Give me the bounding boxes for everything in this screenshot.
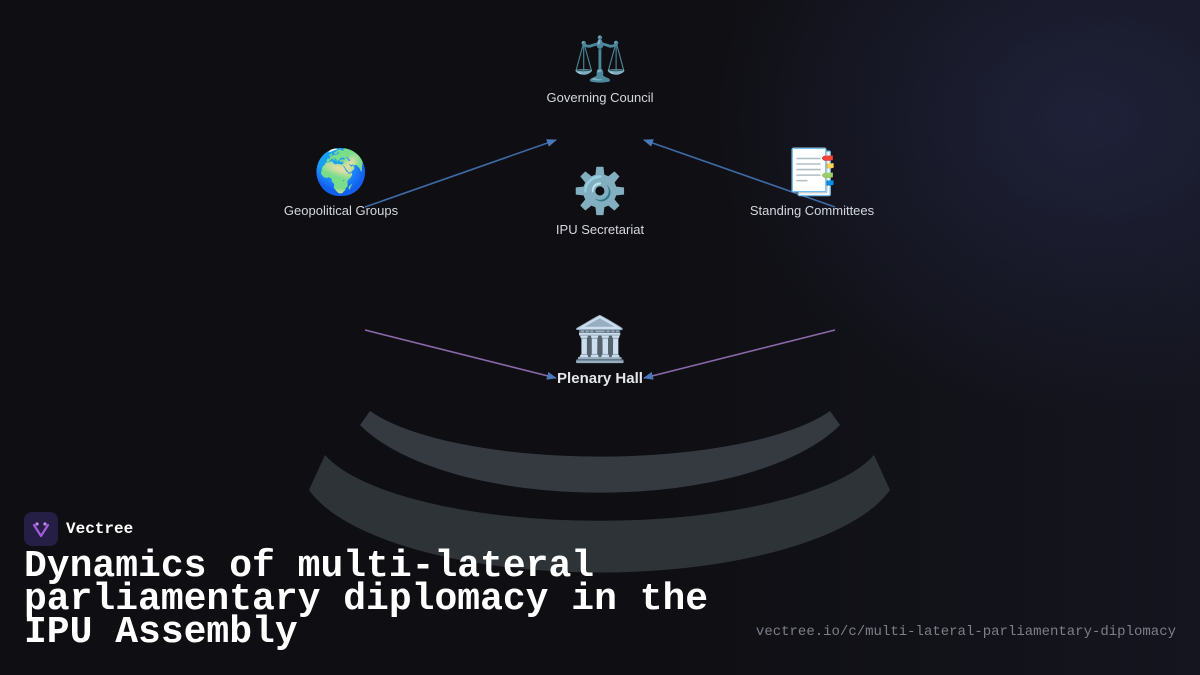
node-standing-committees: 📑 Standing Committees (750, 147, 874, 218)
source-url[interactable]: vectree.io/c/multi-lateral-parliamentary… (755, 624, 1176, 640)
edge-committees-to-plenary (643, 329, 836, 380)
brand-name: Vectree (66, 520, 134, 538)
scales-icon: ⚖️ (572, 34, 628, 85)
vectree-logo-icon (24, 512, 58, 546)
node-governing-council: ⚖️ Governing Council (547, 34, 654, 105)
page-title: Dynamics of multi-lateral parliamentary … (24, 545, 709, 654)
classical-building-icon: 🏛️ (572, 314, 628, 365)
brand: Vectree (24, 512, 133, 546)
edge-committees-to-council (643, 139, 836, 208)
globe-icon: 🌍 (313, 147, 369, 198)
inner-arc (360, 411, 840, 493)
outer-arc (309, 455, 890, 573)
node-label: Governing Council (546, 90, 654, 105)
node-label: IPU Secretariat (555, 222, 645, 237)
node-geopolitical-groups: 🌍 Geopolitical Groups (284, 147, 398, 218)
node-label: Standing Committees (749, 203, 875, 218)
node-ipu-secretariat: ⚙️ IPU Secretariat (556, 166, 644, 237)
gear-icon: ⚙️ (572, 166, 628, 217)
node-plenary-hall: 🏛️ Plenary Hall (557, 314, 643, 387)
node-label: Plenary Hall (557, 370, 643, 387)
edge-geopolitical-to-council (364, 139, 557, 208)
bookmark-tabs-icon: 📑 (784, 147, 840, 198)
node-label: Geopolitical Groups (283, 203, 399, 218)
edge-geopolitical-to-plenary (364, 329, 557, 380)
